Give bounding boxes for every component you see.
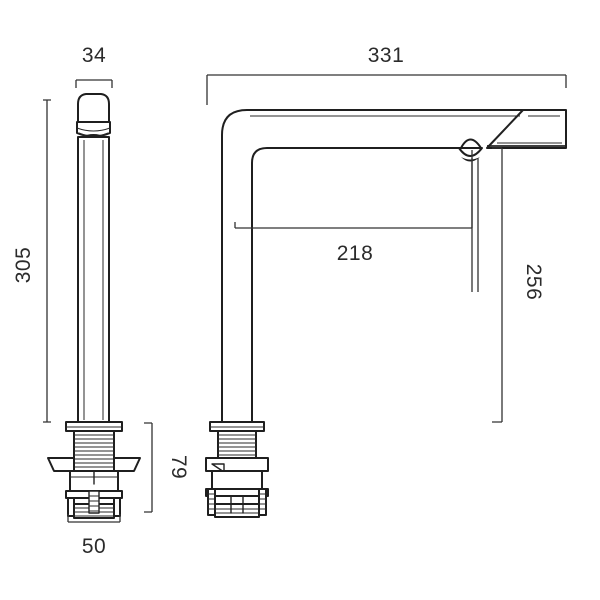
tap-body-tube	[77, 136, 110, 423]
base-nut-stack	[65, 490, 123, 519]
base-top-flange	[65, 421, 123, 432]
side-nut-stack	[205, 488, 269, 518]
dimension-256-spout-height	[471, 147, 503, 423]
tap-cap-outline	[77, 93, 110, 123]
dimension-label-50: 50	[82, 535, 106, 558]
dimension-label-305: 305	[12, 247, 35, 284]
dimension-331-reach	[206, 74, 567, 105]
dimension-label-79: 79	[167, 455, 190, 479]
spout-outlet-end	[486, 109, 567, 149]
dimension-label-256: 256	[522, 264, 545, 301]
side-mounting-collar	[205, 457, 269, 490]
dimension-218-projection	[234, 150, 473, 229]
dimension-79-base-height	[144, 422, 153, 513]
dimension-305-height	[43, 99, 51, 423]
side-base-assembly	[205, 421, 269, 518]
dimension-34-width	[75, 79, 113, 88]
dimension-label-331: 331	[368, 44, 405, 67]
threaded-shank	[73, 430, 115, 472]
dimension-label-34: 34	[82, 44, 106, 67]
front-elevation-view	[47, 93, 141, 519]
dimension-label-218: 218	[337, 242, 374, 265]
dimension-50-plate-width	[67, 514, 121, 523]
side-elevation-view	[205, 109, 567, 518]
aerator-bulge	[458, 138, 483, 162]
